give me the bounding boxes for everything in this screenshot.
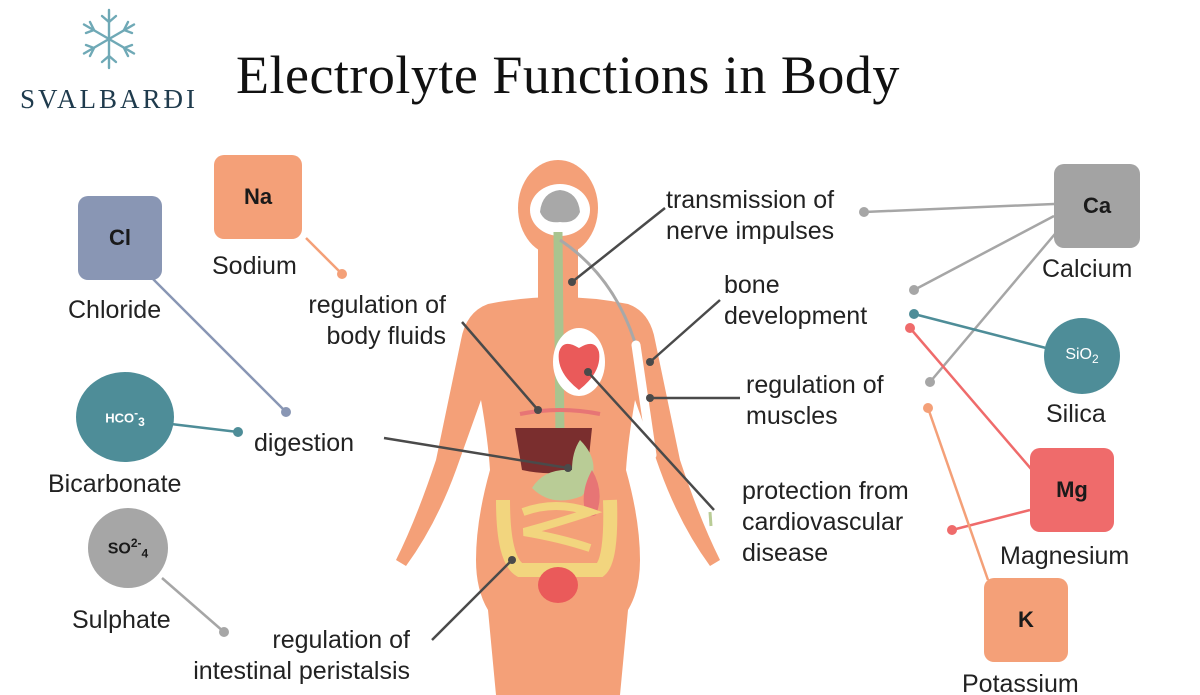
sulphate-line <box>161 577 225 633</box>
magnesium-cardio-line <box>951 508 1031 532</box>
brand-name: SVALBARÐI <box>20 84 199 114</box>
sodium-symbol: Na <box>243 184 273 209</box>
connector-dots <box>219 207 957 637</box>
bicarbonate-label: Bicarbonate <box>48 470 182 498</box>
digestion-pointer <box>383 436 569 470</box>
chloride-tile: Cl <box>78 196 162 280</box>
magnesium-label: Magnesium <box>1000 542 1130 570</box>
potassium-symbol: K <box>1018 607 1034 632</box>
calcium-muscle-line <box>929 227 1061 383</box>
calcium-bone-line <box>913 214 1055 292</box>
calcium-nerve-line <box>863 202 1055 214</box>
calcium-tile: Ca <box>1054 164 1140 248</box>
potassium-tile: K <box>984 578 1068 662</box>
chloride-label: Chloride <box>68 296 162 324</box>
potassium-label: Potassium <box>962 670 1079 695</box>
bicarbonate-symbol: HCO-3 <box>105 405 145 429</box>
sodium-tile: Na <box>214 155 302 239</box>
cardio-pointer <box>587 371 715 511</box>
bone-pointer <box>649 299 721 363</box>
sulphate-symbol: SO2-4 <box>107 535 149 561</box>
calcium-label: Calcium <box>1042 255 1133 283</box>
bicarbonate-line <box>170 422 239 434</box>
fluids-pointer <box>461 321 539 411</box>
silica-line <box>913 312 1047 350</box>
magnesium-symbol: Mg <box>1056 477 1088 502</box>
calcium-symbol: Ca <box>1082 193 1112 218</box>
chloride-symbol: Cl <box>109 225 131 250</box>
function-digestion: digestion <box>254 429 355 457</box>
chloride-line <box>151 277 287 413</box>
peristalsis-pointer <box>431 559 513 641</box>
sulphate-label: Sulphate <box>72 606 171 634</box>
sodium-line <box>305 237 343 275</box>
silica-label: Silica <box>1046 400 1106 428</box>
silica-symbol: SiO2 <box>1065 345 1099 367</box>
potassium-line <box>926 407 990 581</box>
magnesium-bone-line <box>909 327 1033 471</box>
nerve-pointer <box>571 207 666 283</box>
sulphate-tile: SO2-4 <box>88 508 168 588</box>
silica-tile: SiO2 <box>1044 318 1120 394</box>
bicarbonate-tile: HCO-3 <box>76 372 174 462</box>
page-title: Electrolyte Functions in Body <box>236 45 900 105</box>
sodium-label: Sodium <box>212 252 297 280</box>
snowflake-icon <box>82 8 136 70</box>
connector-lines <box>151 202 1061 641</box>
magnesium-tile: Mg <box>1030 448 1114 532</box>
